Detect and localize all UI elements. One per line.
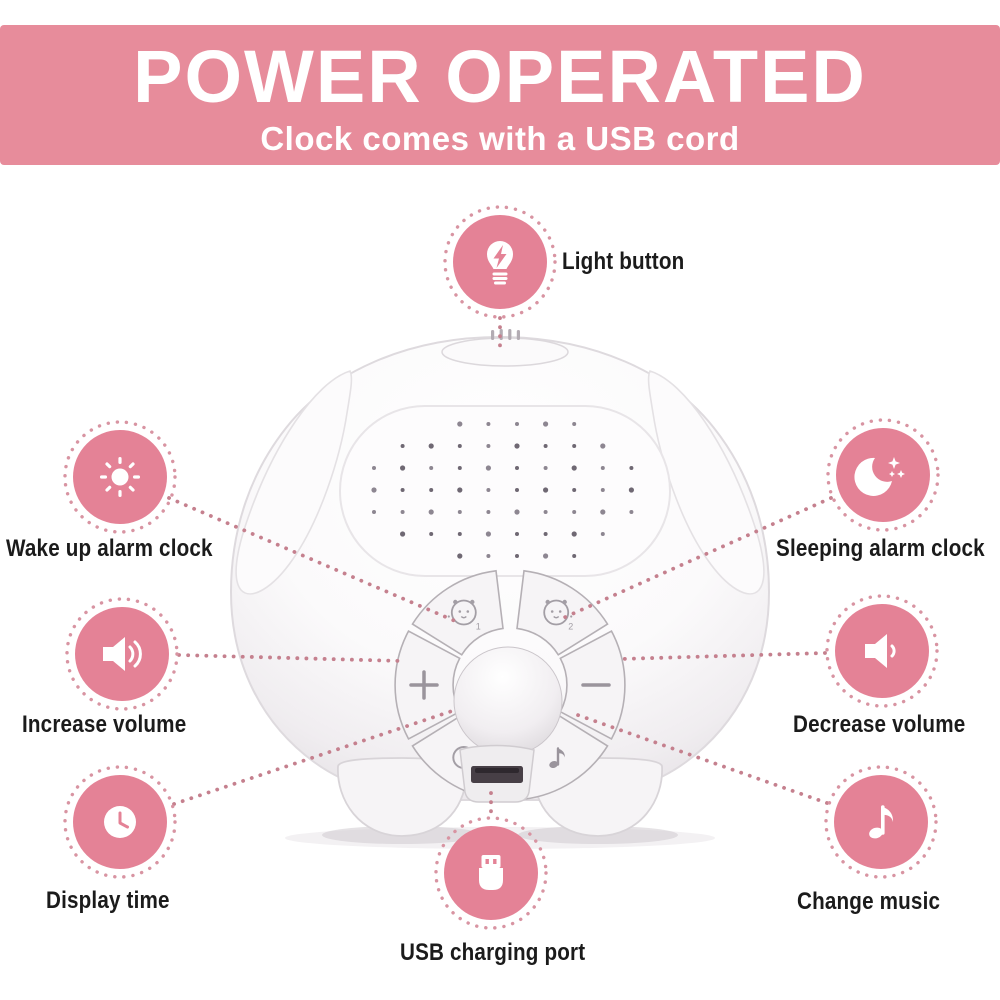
alarm1-button [411, 569, 504, 656]
badge-circle [836, 428, 930, 522]
lightbulb-bolt-icon [487, 241, 513, 285]
music-note-icon [869, 805, 894, 839]
light-label: Light button [562, 248, 685, 275]
alarm2-pet-face-glyph: 2 [543, 599, 573, 632]
usb-plug-icon [479, 855, 503, 890]
music-note-glyph [549, 747, 565, 769]
alarm2-button [516, 569, 609, 656]
svg-text:1: 1 [476, 622, 481, 632]
connector-wake [167, 496, 457, 623]
dotted-ring [65, 597, 179, 711]
dotted-ring [63, 765, 177, 879]
light-callout-badge [440, 202, 560, 322]
decrease-callout-badge [822, 591, 942, 711]
sun-icon [100, 457, 140, 497]
dotted-ring [824, 765, 938, 879]
right-ear [647, 370, 765, 595]
moon-stars-icon [854, 457, 905, 496]
usb-callout-badge [431, 813, 551, 933]
header-banner: POWER OPERATED Clock comes with a USB co… [0, 25, 1000, 165]
speaker-grille [339, 405, 671, 577]
callout-connectors [167, 316, 833, 817]
dotted-ring [825, 594, 939, 708]
dotted-ring [434, 816, 548, 930]
music-callout-badge [821, 762, 941, 882]
wake-callout-badge [60, 417, 180, 537]
left-ear [235, 370, 353, 595]
speaker-loud-icon [103, 637, 142, 671]
sleep-label: Sleeping alarm clock [776, 535, 985, 562]
dotted-ring [443, 205, 557, 319]
center-dome [453, 646, 563, 756]
connector-increase [177, 653, 404, 663]
decrease-label: Decrease volume [793, 711, 966, 738]
music-label: Change music [797, 888, 941, 915]
top-light-button-strip [441, 329, 569, 367]
alarm1-pet-face-glyph: 1 [447, 599, 481, 632]
wake-label: Wake up alarm clock [6, 535, 213, 562]
time-callout-badge [60, 762, 180, 882]
connector-sleep [559, 496, 833, 621]
svg-text:2: 2 [568, 622, 573, 632]
connector-music [570, 711, 829, 805]
connector-time [172, 709, 454, 806]
usb-port [459, 744, 535, 803]
plus-glyph [409, 670, 439, 700]
page-subtitle: Clock comes with a USB cord [260, 119, 740, 157]
sleep-callout-badge [823, 415, 943, 535]
dotted-ring [63, 420, 177, 534]
increase-callout-badge [62, 594, 182, 714]
increase-label: Increase volume [22, 711, 187, 738]
speaker-low-icon [865, 634, 896, 668]
time-label: Display time [46, 887, 170, 914]
page-title: POWER OPERATED [133, 35, 867, 119]
usb-label: USB charging port [400, 939, 586, 966]
clock-icon [104, 806, 136, 838]
control-button-ring: 1 2 [394, 569, 626, 801]
dotted-ring [826, 418, 940, 532]
